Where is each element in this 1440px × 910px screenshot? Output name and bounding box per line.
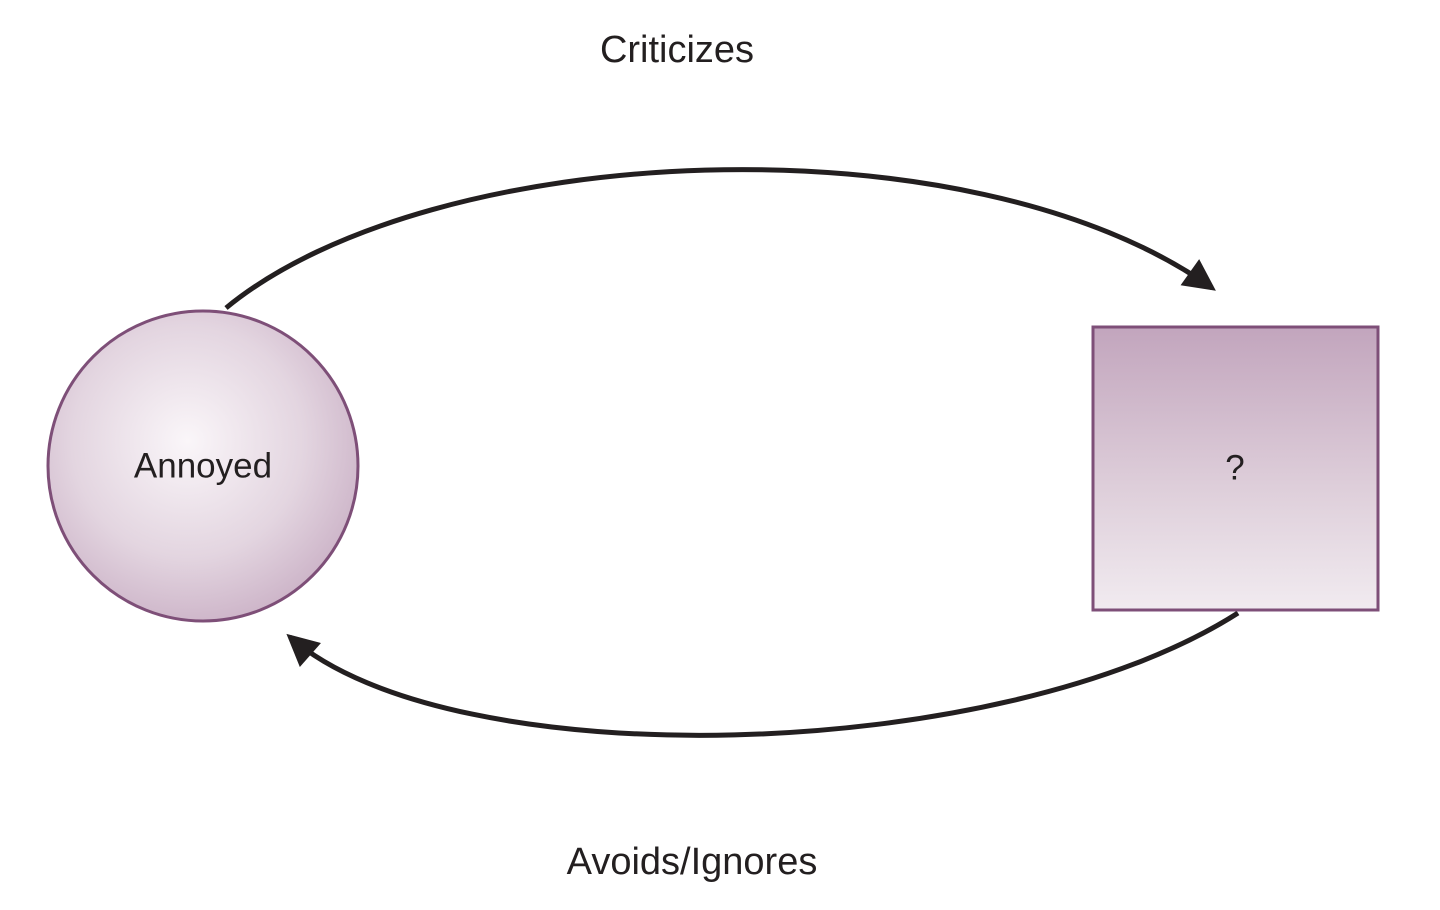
question-square-node bbox=[1091, 325, 1380, 612]
annoyed-circle-node bbox=[46, 309, 360, 623]
annoyed-node-label: Annoyed bbox=[134, 447, 272, 486]
criticizes-arrow bbox=[224, 167, 1216, 310]
avoids-ignores-arrow bbox=[286, 610, 1240, 738]
question-node-label: ? bbox=[1225, 449, 1244, 488]
criticizes-edge-label: Criticizes bbox=[600, 29, 754, 71]
avoids-ignores-edge-label: Avoids/Ignores bbox=[567, 841, 818, 883]
